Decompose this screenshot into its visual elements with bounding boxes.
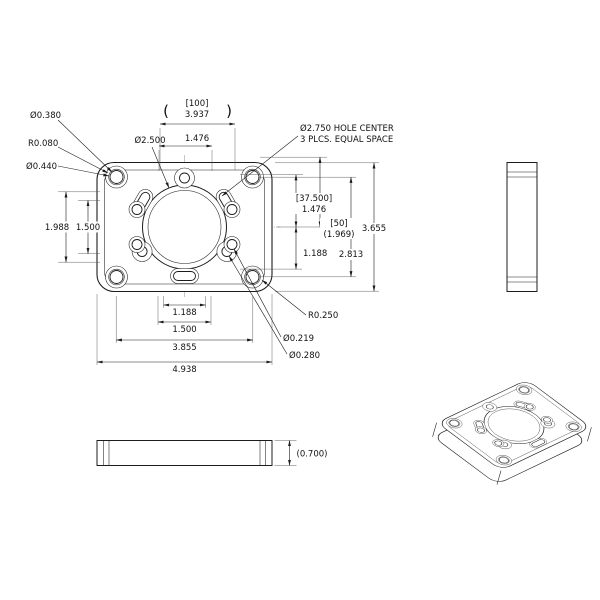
note-bolt-circle: Ø2.750 HOLE CENTER 3 PLCS. EQUAL SPACE (221, 123, 394, 197)
callout-corner-fillet: R0.080 (28, 139, 109, 174)
dim-top-pitch: 1.476 (158, 134, 213, 171)
dim-label-width-overall: 4.938 (172, 365, 196, 375)
iso-view (432, 380, 592, 485)
callout-label-corner-fillet: R0.080 (28, 139, 58, 149)
callout-center-bore: Ø2.500 (134, 135, 170, 189)
dim-label-bottom-a: 1.188 (172, 308, 196, 318)
dim-label-right-lower: 1.188 (303, 249, 327, 259)
bottom-view: (0.700) (96, 440, 328, 466)
dim-label-right-pitch-in: 1.476 (302, 205, 326, 215)
dim-top-width: ( ) [100] 3.937 (159, 99, 236, 170)
dim-label-right-half-mm: [50] (330, 219, 347, 229)
callout-label-corner-hole: Ø0.380 (30, 110, 61, 121)
note-line1: Ø2.750 HOLE CENTER (300, 123, 394, 134)
dim-label-left-pitch-a: 1.988 (45, 223, 69, 233)
side-view-outline (506, 162, 538, 292)
dim-right-column: [37.500] 1.476 [50] (1.969) 2.813 3.655 … (240, 156, 389, 292)
dim-bottom-stack: 1.188 1.500 3.855 4.938 (96, 294, 273, 375)
callout-label-bolt-hole: Ø0.280 (289, 350, 320, 361)
dim-label-height-holes: 2.813 (339, 250, 363, 260)
callout-small-hole: Ø0.219 (233, 248, 314, 344)
dim-label-left-pitch-b: 1.500 (76, 223, 100, 233)
dim-label-top-pitch: 1.476 (185, 134, 209, 144)
callout-corner-hole: Ø0.380 (30, 110, 113, 173)
note-line2: 3 PLCS. EQUAL SPACE (300, 135, 393, 145)
dim-label-bottom-b: 1.500 (172, 325, 196, 335)
bottom-view-outline (96, 440, 273, 466)
dim-label-right-half-in: (1.969) (324, 230, 355, 240)
dim-label-top-width-mm: [100] (186, 99, 209, 109)
side-view (506, 162, 538, 292)
callout-slot-radius: R0.250 (261, 279, 338, 321)
dim-paren-close: ) (226, 102, 232, 120)
dim-paren-open: ( (163, 102, 169, 120)
dim-label-bottom-c: 3.855 (172, 343, 196, 353)
dim-left-pitch-a: 1.988 (41, 191, 100, 263)
callout-label-corner-cbore: Ø0.440 (26, 161, 57, 172)
callout-label-center-bore: Ø2.500 (134, 135, 165, 146)
callout-bolt-hole: Ø0.280 (228, 255, 320, 361)
dim-label-top-width-in: 3.937 (185, 110, 209, 120)
dim-label-height-overall: 3.655 (362, 224, 386, 234)
dim-label-thickness: (0.700) (297, 450, 328, 460)
callout-corner-cbore: Ø0.440 (26, 161, 110, 177)
front-view (97, 163, 272, 292)
dim-label-right-pitch-mm: [37.500] (296, 194, 332, 204)
dim-left-pitch-b: 1.500 (73, 200, 103, 254)
dim-thickness: (0.700) (274, 440, 328, 466)
callout-label-small-hole: Ø0.219 (283, 333, 314, 344)
callout-label-slot-radius: R0.250 (308, 311, 338, 321)
